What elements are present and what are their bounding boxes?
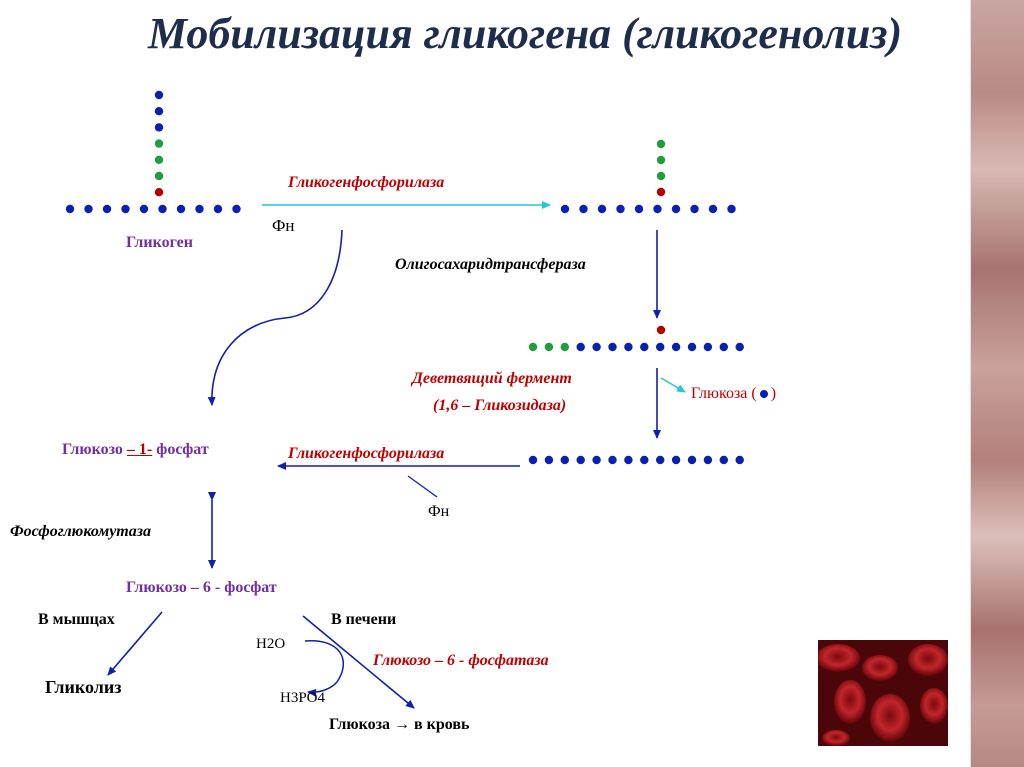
glucose-residue <box>634 204 644 214</box>
glucose-residue <box>735 342 744 352</box>
glucose-residue <box>656 342 665 352</box>
glucose-release-arrow <box>660 377 686 393</box>
sidebar-divider <box>970 0 971 767</box>
glucose-residue <box>653 204 662 214</box>
glucose-residue <box>576 342 585 352</box>
glucose-residue <box>624 455 633 465</box>
h3po4-label: H3PO4 <box>280 690 326 706</box>
decorative-sidebar <box>970 0 1024 767</box>
glucose-residue <box>560 455 569 465</box>
g6p-label: Глюкозо – 6 - фосфат <box>126 579 277 596</box>
glucose-residue <box>703 455 713 465</box>
glucose-free-label: Глюкоза () <box>691 385 776 403</box>
glucose-residue <box>597 204 607 214</box>
branch-residue <box>154 90 164 100</box>
glucose-residue <box>671 204 681 214</box>
glucose-residue <box>624 342 633 352</box>
glucose-residue <box>592 455 601 465</box>
red-blood-cells-graphic <box>818 640 948 746</box>
glucose-residue <box>560 342 569 352</box>
glucose-residue <box>65 204 75 214</box>
glucose-residue <box>703 342 713 352</box>
pn-label-2: Фн <box>428 503 450 520</box>
red-blood-cells-image <box>818 640 948 746</box>
glucose-free-text: Глюкоза ( <box>691 385 757 402</box>
glucose-residue <box>671 455 681 465</box>
glucose-residue <box>719 342 728 352</box>
glucose-residue <box>195 204 204 214</box>
glucose-residue <box>579 204 588 214</box>
glucose-residue <box>158 204 167 214</box>
glucose-residue <box>592 342 601 352</box>
glucose-residue <box>671 342 681 352</box>
debranch-label-1: Деветвящий фермент <box>412 370 572 387</box>
debranch-label-2: (1,6 – Гликозидаза) <box>433 397 567 414</box>
branch-residue <box>154 139 164 148</box>
glycogen-label: Гликоген <box>126 234 193 251</box>
glucose-residue <box>528 342 538 352</box>
glucose-blood-label: Глюкоза → в кровь <box>329 716 470 733</box>
glucose-residue <box>719 455 728 465</box>
branch-residue <box>154 188 164 197</box>
glucose-residue <box>687 342 697 352</box>
g1p-text-2: – 1- <box>126 441 153 458</box>
glucose-residue <box>544 455 554 465</box>
glucose-residue <box>735 455 744 465</box>
glucose-residue <box>544 342 554 352</box>
glucose-residue <box>608 455 617 465</box>
branch-residue <box>154 123 164 132</box>
branch-residue <box>656 155 666 165</box>
glycolysis-label: Гликолиз <box>45 677 122 697</box>
glucose-free-close: ) <box>770 385 777 402</box>
h2o-label: H2O <box>256 636 286 652</box>
glucose-residue <box>687 455 697 465</box>
g1p-label: Глюкозо – 1- фосфат <box>62 441 209 459</box>
glucose-residue <box>708 204 718 214</box>
glucose-residue <box>608 342 617 352</box>
glucose-residue <box>656 455 665 465</box>
liver-arrow <box>302 615 415 709</box>
glucose-residue <box>640 342 649 352</box>
branch-residue <box>154 171 164 181</box>
branch-residue <box>656 139 666 149</box>
branch-residue <box>154 155 164 164</box>
glucose-residue <box>139 204 149 214</box>
glucose-residue <box>84 204 93 214</box>
pn-label-1: Фн <box>272 216 295 235</box>
glucose-residue <box>102 204 112 214</box>
glucose-residue <box>560 204 570 214</box>
glucose-residue <box>616 204 625 214</box>
h2o-curve-arrow <box>304 640 345 697</box>
glucose-residue <box>690 204 699 214</box>
blue-dot-icon <box>759 390 768 399</box>
branch-residue <box>656 187 666 197</box>
g1p-text-3: фосфат <box>152 441 209 458</box>
g1p-text-1: Глюкозо <box>62 441 127 458</box>
glucose-residue <box>576 455 585 465</box>
glucose-residue <box>176 204 186 214</box>
glucose-residue <box>121 204 130 214</box>
glucose-residue <box>727 204 736 214</box>
branch-point-residue <box>656 325 666 335</box>
pn-2-line <box>407 475 438 498</box>
glucose-residue <box>640 455 649 465</box>
branch-residue <box>154 107 164 116</box>
page-title: Мобилизация гликогена (гликогенолиз) <box>147 9 903 58</box>
glucose-residue <box>528 455 538 465</box>
phosphorylase-label-2: Гликогенфосфорилаза <box>288 445 445 462</box>
pn-to-g1p-arrow <box>207 229 343 406</box>
in-muscle-label: В мышцах <box>38 611 115 628</box>
glucose-residue <box>232 204 241 214</box>
glucose-residue <box>213 204 223 214</box>
branch-residue <box>656 171 666 181</box>
muscle-arrow <box>107 611 163 676</box>
transferase-label: Олигосахаридтрансфераза <box>395 256 586 273</box>
mutase-label: Фосфоглюкомутаза <box>10 523 151 540</box>
glycogen-chains <box>65 90 744 465</box>
phosphorylase-label-1: Гликогенфосфорилаза <box>288 174 445 191</box>
in-liver-label: В печени <box>331 611 397 628</box>
g6pase-label: Глюкозо – 6 - фосфатаза <box>373 652 549 669</box>
